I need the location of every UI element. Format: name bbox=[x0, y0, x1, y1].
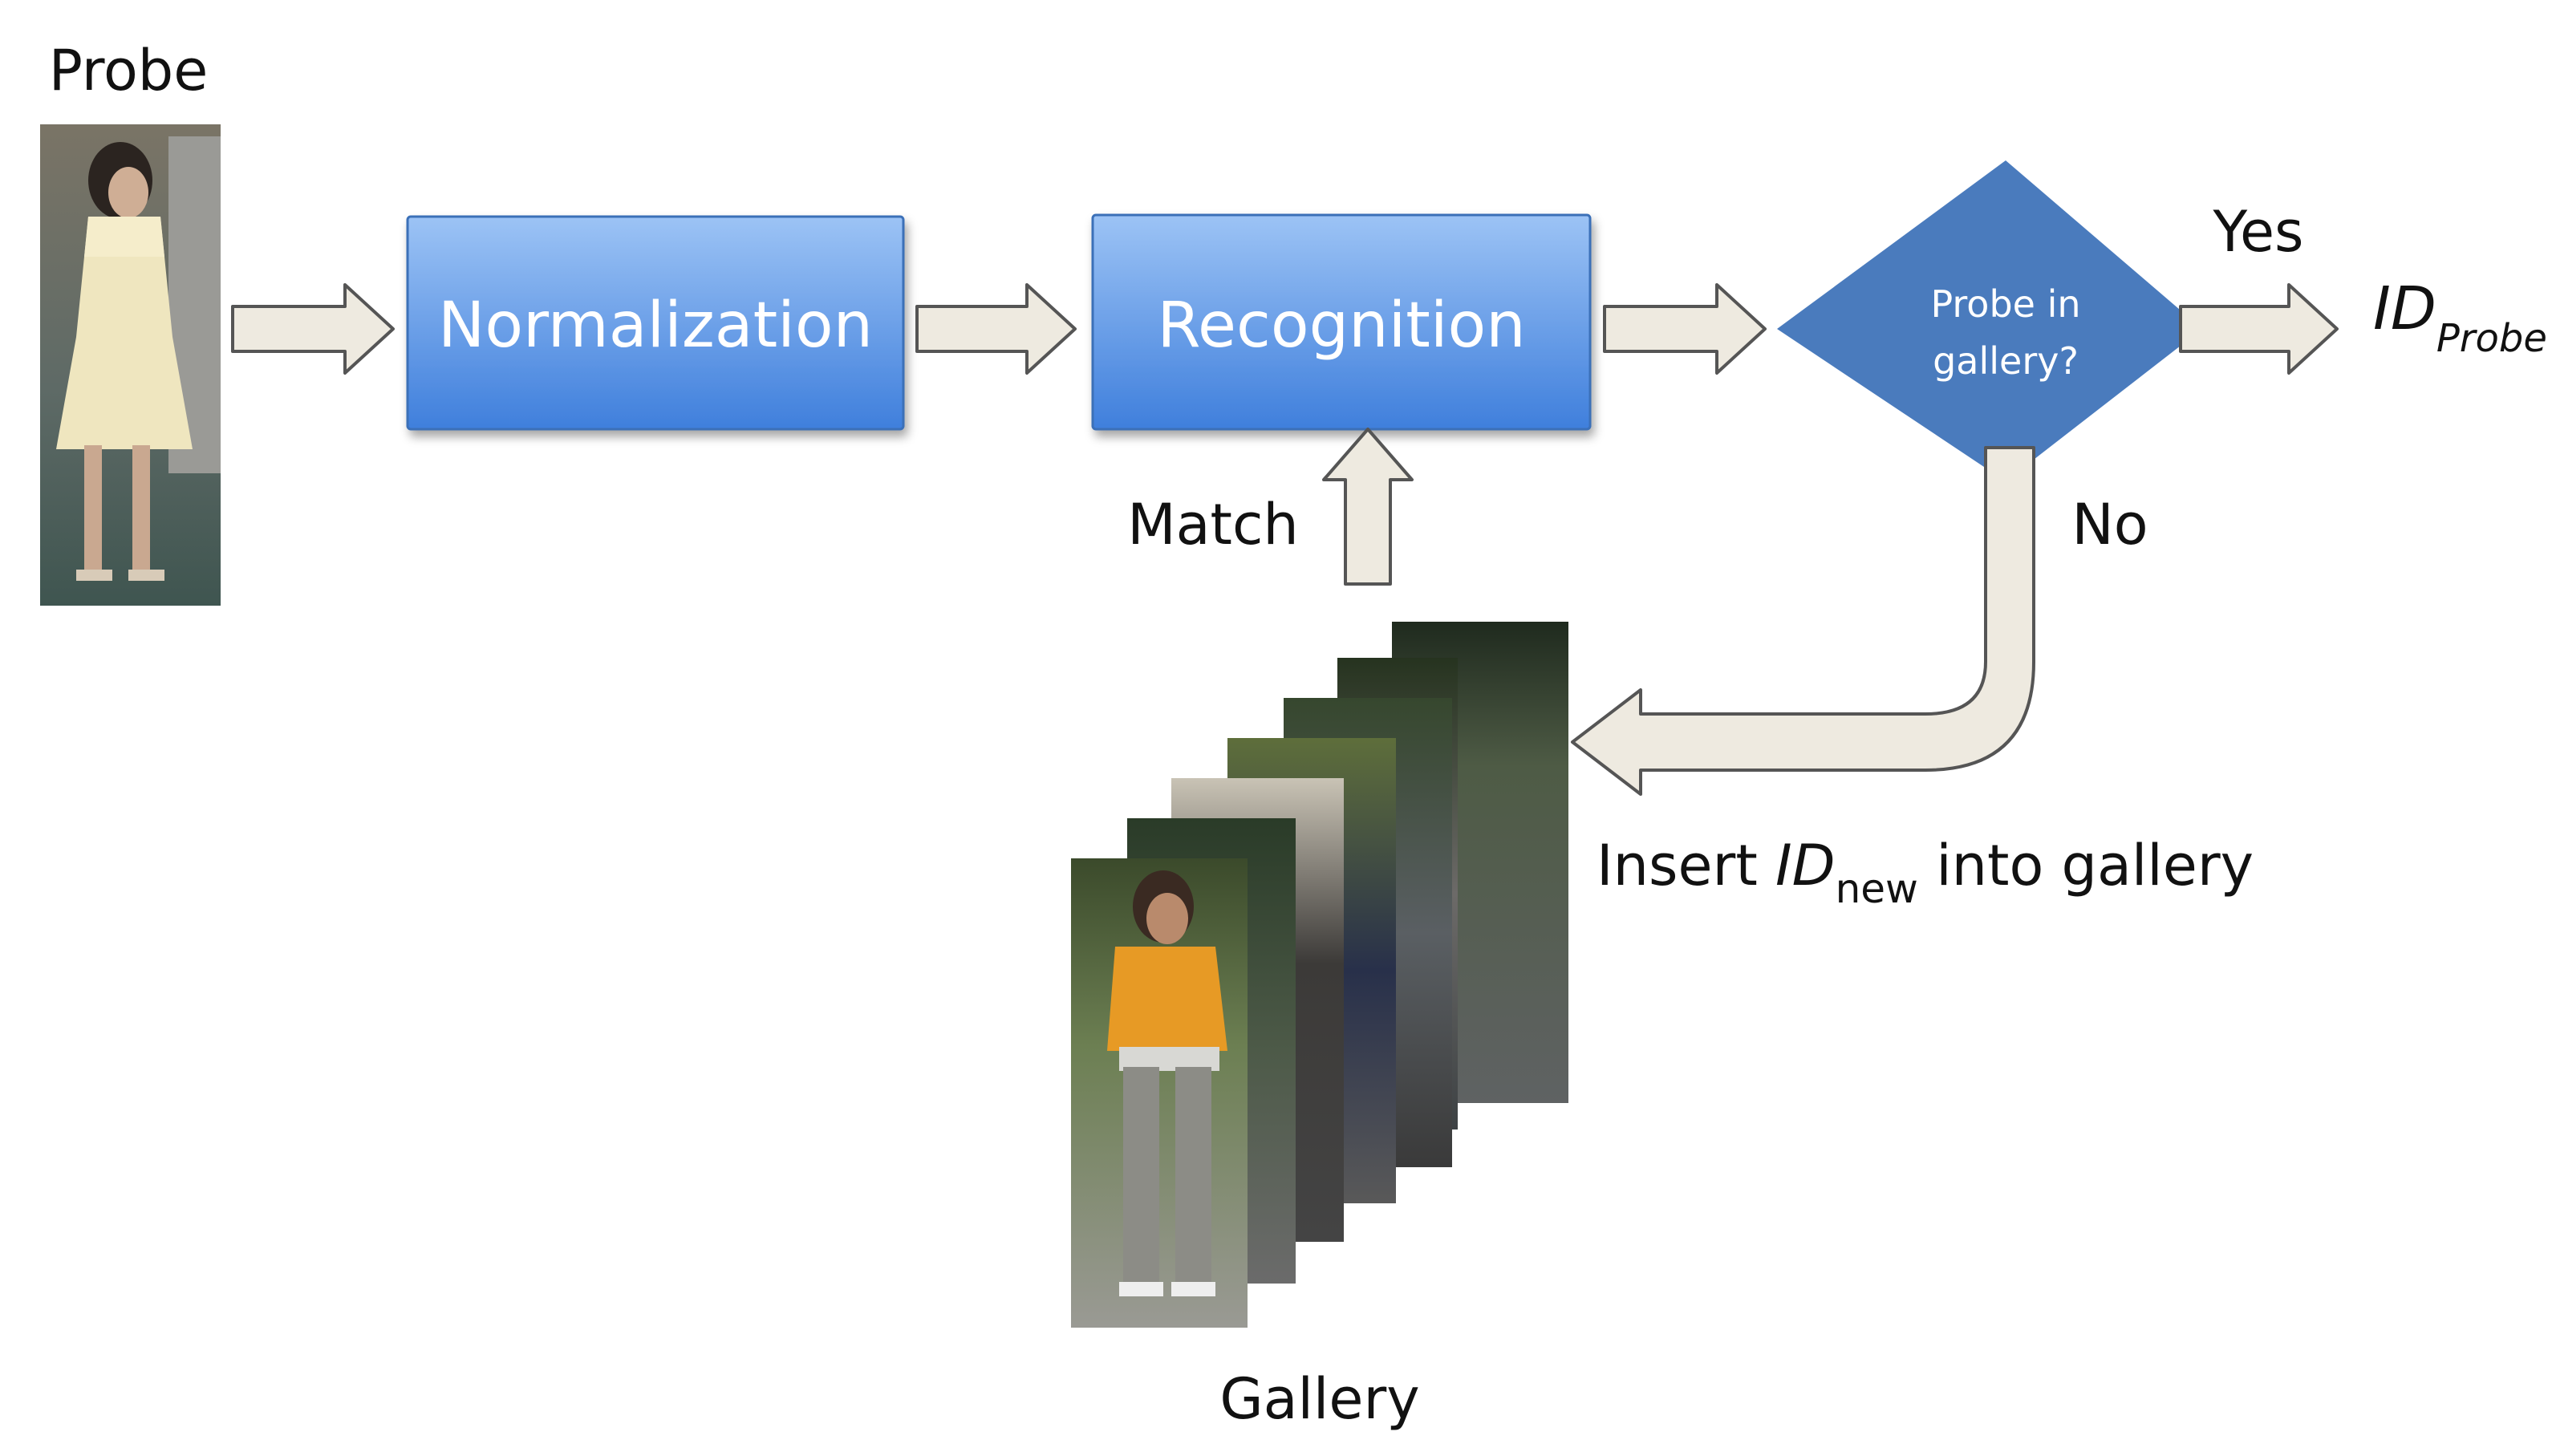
no-label: No bbox=[2071, 492, 2148, 558]
probe-image bbox=[40, 124, 221, 606]
arrow-match bbox=[1322, 428, 1414, 586]
arrow-yes bbox=[2179, 283, 2339, 375]
recognition-label: Recognition bbox=[1157, 290, 1525, 362]
arrow-to-recognition bbox=[915, 283, 1077, 375]
gallery-image-1 bbox=[1071, 858, 1248, 1328]
match-label: Match bbox=[1127, 492, 1299, 558]
decision-diamond bbox=[1777, 160, 2202, 481]
normalization-box bbox=[406, 215, 905, 431]
gallery-stack bbox=[1071, 622, 1568, 1328]
yes-label: Yes bbox=[2213, 199, 2304, 265]
recognition-box bbox=[1091, 213, 1592, 431]
decision-text-line2: gallery? bbox=[1933, 339, 2079, 383]
probe-label: Probe bbox=[49, 38, 209, 103]
arrow-to-normalization bbox=[231, 283, 395, 375]
decision-text-line1: Probe in bbox=[1930, 282, 2080, 326]
arrow-no bbox=[1571, 446, 2035, 796]
arrow-to-decision bbox=[1603, 283, 1767, 375]
insert-label: Insert IDnew into gallery bbox=[1597, 833, 2254, 912]
normalization-label: Normalization bbox=[438, 290, 873, 362]
id-probe-label: IDProbe bbox=[2373, 274, 2547, 361]
gallery-label: Gallery bbox=[1219, 1366, 1419, 1432]
